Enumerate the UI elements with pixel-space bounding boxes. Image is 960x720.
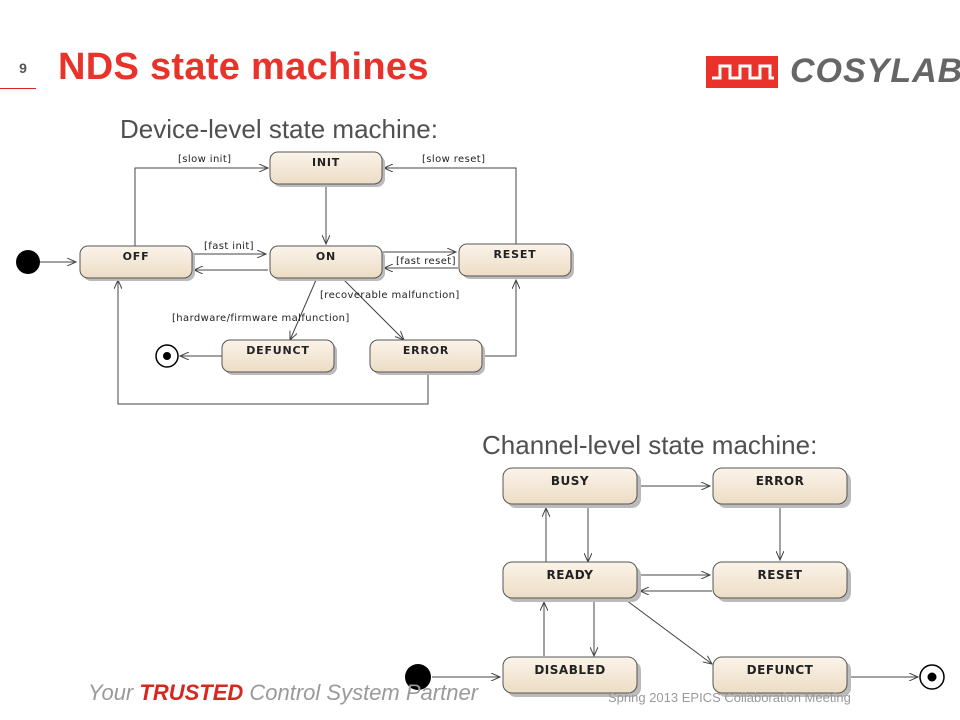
transition-on-error [343, 279, 404, 340]
slide-number-divider [0, 88, 36, 89]
guard-slow-init: [slow init] [178, 154, 231, 165]
logo-wordmark: COSYLAB [790, 52, 960, 90]
ch-state-error-label: ERROR [756, 474, 805, 488]
ch-state-busy: BUSY [502, 467, 641, 508]
state-defunct-label: DEFUNCT [246, 344, 309, 357]
channel-initial-node [405, 664, 431, 690]
state-init-label: INIT [312, 156, 340, 169]
state-defunct: DEFUNCT [221, 339, 337, 375]
device-transitions [40, 168, 517, 405]
cosylab-logo-icon [706, 56, 778, 88]
transition-off-init [134, 168, 268, 246]
transition-on-defunct [290, 279, 317, 340]
transition-error-reset [482, 280, 516, 357]
footer-tagline: Your TRUSTED Control System Partner [88, 680, 478, 706]
device-final-node [155, 344, 179, 368]
ch-transition-ready-defunct [625, 599, 712, 664]
ch-state-ready: READY [502, 561, 641, 602]
state-off: OFF [79, 245, 195, 281]
guard-slow-reset: [slow reset] [422, 154, 485, 165]
ch-state-defunct-label: DEFUNCT [747, 663, 814, 677]
state-on: ON [269, 245, 385, 281]
state-error: ERROR [369, 339, 485, 375]
footer-meeting: Spring 2013 EPICS Collaboration Meeting [608, 690, 851, 705]
device-initial-node [16, 250, 40, 274]
ch-state-reset: RESET [712, 561, 851, 602]
ch-state-ready-label: READY [546, 568, 593, 582]
device-level-heading: Device-level state machine: [120, 114, 438, 144]
state-error-label: ERROR [403, 344, 449, 357]
ch-state-disabled-label: DISABLED [534, 663, 605, 677]
channel-final-node [919, 664, 945, 690]
ch-state-reset-label: RESET [758, 568, 803, 582]
slide-number: 9 [19, 60, 27, 76]
state-reset-label: RESET [494, 248, 537, 261]
ch-state-busy-label: BUSY [551, 474, 589, 488]
state-reset: RESET [458, 243, 574, 279]
channel-transitions [432, 486, 918, 677]
guard-hardware-malfunction: [hardware/firmware malfunction] [172, 313, 350, 324]
guard-fast-init: [fast init] [204, 241, 254, 252]
ch-state-error: ERROR [712, 467, 851, 508]
guard-recoverable-malfunction: [recoverable malfunction] [320, 290, 460, 301]
state-init: INIT [269, 151, 385, 187]
footer-suffix: Control System Partner [243, 680, 479, 705]
footer-prefix: Your [88, 680, 140, 705]
ch-state-disabled: DISABLED [502, 656, 641, 697]
state-off-label: OFF [123, 250, 150, 263]
footer-trusted: TRUSTED [139, 680, 244, 705]
channel-level-heading: Channel-level state machine: [482, 430, 818, 460]
ch-state-defunct: DEFUNCT [712, 656, 851, 697]
slide-title: NDS state machines [58, 46, 429, 88]
transition-reset-init [384, 168, 517, 246]
state-on-label: ON [316, 250, 336, 263]
transition-error-off [118, 280, 429, 405]
guard-fast-reset: [fast reset] [396, 256, 456, 267]
